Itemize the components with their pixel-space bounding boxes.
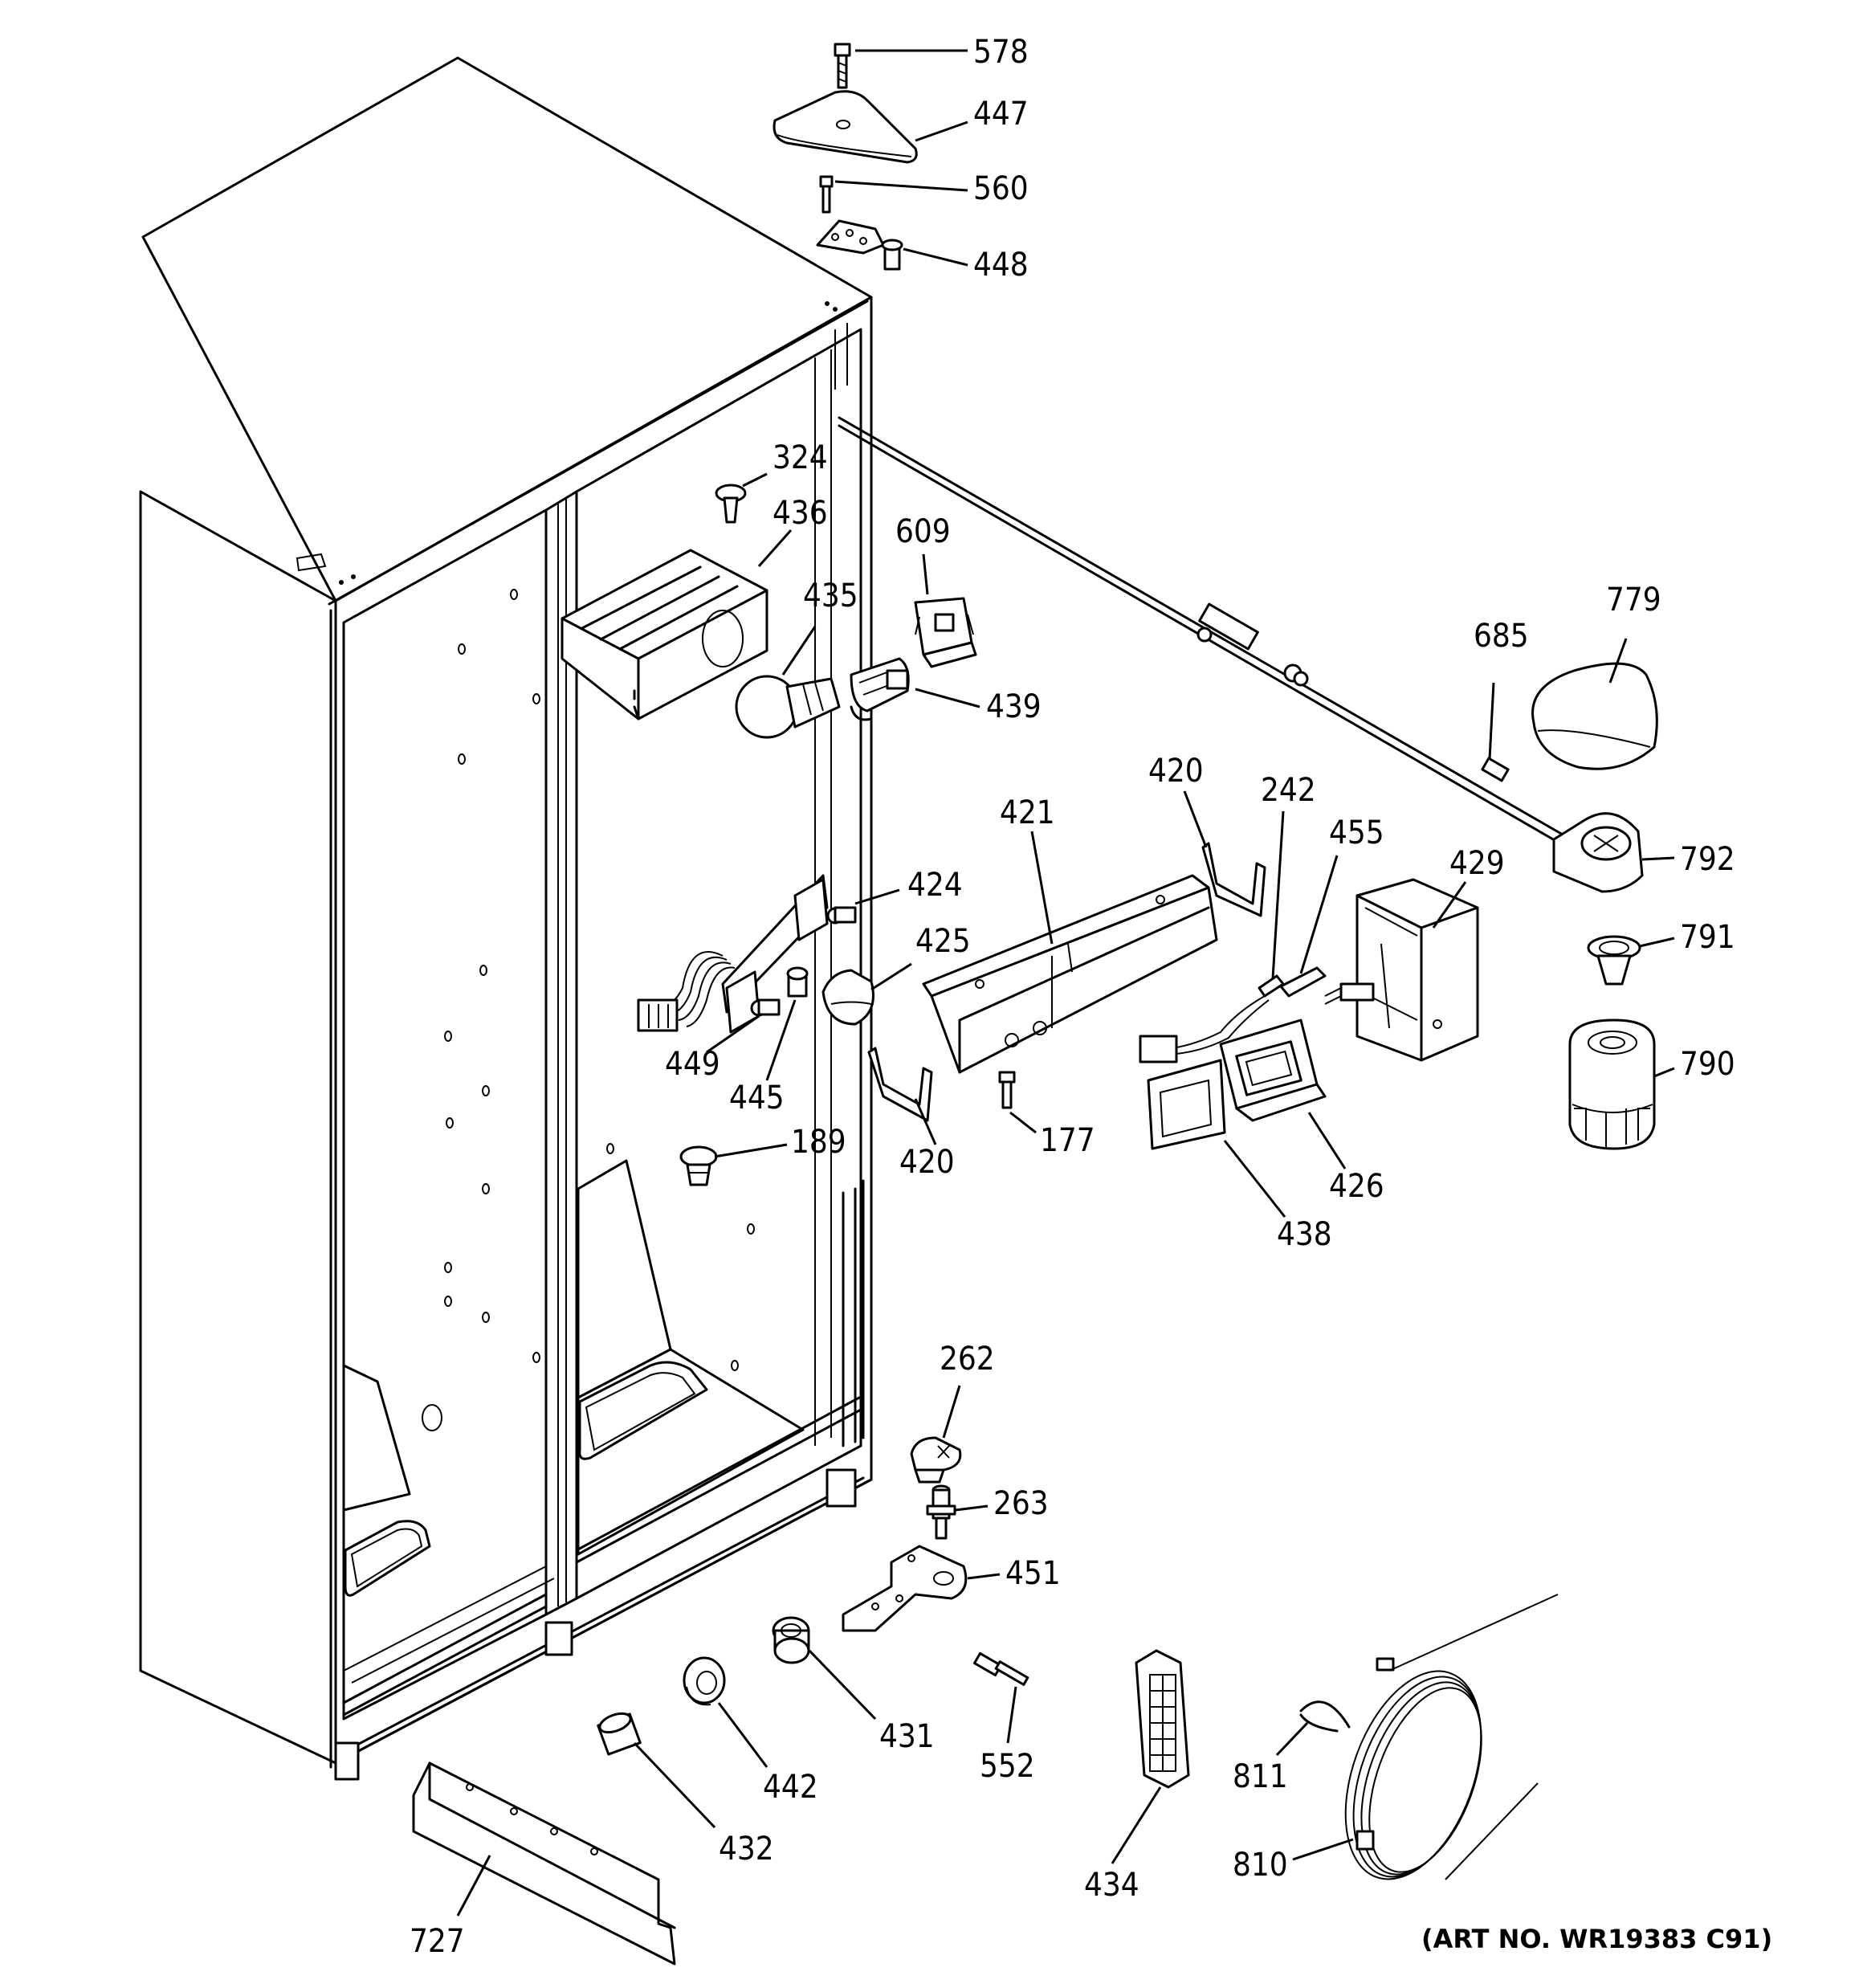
callout-labels: 578 447 560 448 324 436 609 435 439 779 … xyxy=(410,34,1772,1960)
part-421-control-housing xyxy=(922,874,1218,1074)
label-442: 442 xyxy=(763,1769,818,1806)
label-439: 439 xyxy=(986,688,1042,725)
part-447-hinge-cover xyxy=(773,90,918,164)
part-451-hinge xyxy=(842,1545,968,1632)
label-810: 810 xyxy=(1233,1847,1288,1884)
label-552: 552 xyxy=(980,1748,1035,1785)
label-791: 791 xyxy=(1680,919,1735,956)
label-609: 609 xyxy=(895,513,951,550)
label-435: 435 xyxy=(803,578,858,614)
part-790-water-filter xyxy=(1568,1018,1656,1150)
label-436: 436 xyxy=(773,495,828,532)
part-560-screw xyxy=(819,175,834,214)
label-448: 448 xyxy=(973,247,1029,284)
part-189-plug xyxy=(679,1145,718,1186)
part-810-water-line xyxy=(1344,1594,1559,1880)
part-177-screw xyxy=(998,1071,1016,1109)
part-425-knob xyxy=(821,969,874,1026)
part-791-bypass-plug xyxy=(1587,935,1641,986)
part-426-housing xyxy=(1219,1018,1327,1122)
label-447: 447 xyxy=(973,96,1029,133)
cabinet-shell xyxy=(139,56,873,1781)
part-448-hinge xyxy=(816,219,903,271)
part-727-grille xyxy=(412,1761,676,1966)
part-779-filter-cover xyxy=(1531,662,1658,770)
label-263: 263 xyxy=(993,1485,1049,1522)
part-792-filter-head xyxy=(1552,812,1644,893)
label-429: 429 xyxy=(1449,845,1505,882)
part-685-screw xyxy=(1481,757,1510,782)
label-421: 421 xyxy=(1000,794,1055,831)
part-439-light-socket xyxy=(850,657,910,721)
label-578: 578 xyxy=(973,34,1029,71)
label-420-lower: 420 xyxy=(899,1144,955,1181)
part-424-thermostat xyxy=(637,874,857,1034)
part-578-screw xyxy=(834,43,851,89)
part-436-light-shield xyxy=(561,549,768,720)
part-445-shaft-bushing xyxy=(786,966,809,998)
part-263-pin xyxy=(926,1484,956,1540)
label-177: 177 xyxy=(1040,1122,1095,1159)
label-242: 242 xyxy=(1261,772,1316,809)
art-number: (ART NO. WR19383 C91) xyxy=(1421,1924,1772,1954)
label-324: 324 xyxy=(773,439,828,476)
part-434-vent xyxy=(1135,1649,1190,1789)
label-445: 445 xyxy=(729,1080,785,1116)
label-792: 792 xyxy=(1680,841,1735,878)
label-420-upper: 420 xyxy=(1148,753,1204,790)
label-779: 779 xyxy=(1606,582,1661,618)
label-455: 455 xyxy=(1329,814,1384,851)
label-189: 189 xyxy=(791,1124,846,1161)
part-552-screw xyxy=(973,1651,1029,1686)
label-790: 790 xyxy=(1680,1046,1735,1083)
part-442-washer xyxy=(683,1656,726,1706)
part-811-clip xyxy=(1299,1700,1351,1733)
part-609-switch xyxy=(914,597,977,668)
label-425: 425 xyxy=(915,923,971,960)
label-424: 424 xyxy=(907,867,963,904)
label-426: 426 xyxy=(1329,1168,1384,1205)
part-420-bracket-lower xyxy=(867,1047,933,1122)
label-432: 432 xyxy=(719,1831,774,1868)
label-434: 434 xyxy=(1084,1867,1139,1904)
part-455-sensor xyxy=(1139,966,1327,1063)
part-431-bushing xyxy=(772,1616,810,1664)
label-727: 727 xyxy=(410,1923,465,1960)
label-431: 431 xyxy=(879,1718,935,1755)
part-438-bezel xyxy=(1147,1059,1226,1150)
label-449: 449 xyxy=(665,1046,720,1083)
water-tube xyxy=(838,416,1580,853)
part-242-thermistor xyxy=(1258,974,1285,998)
label-451: 451 xyxy=(1005,1555,1061,1592)
part-432-roller xyxy=(597,1712,642,1756)
part-429-control-box xyxy=(1324,878,1479,1062)
label-685: 685 xyxy=(1474,618,1529,655)
label-811: 811 xyxy=(1233,1758,1288,1795)
part-324-clip xyxy=(715,484,747,524)
part-262-cam xyxy=(910,1436,962,1484)
label-262: 262 xyxy=(940,1341,995,1378)
label-438: 438 xyxy=(1277,1216,1332,1253)
leader-lines xyxy=(456,49,1675,1917)
label-560: 560 xyxy=(973,170,1029,207)
part-420-bracket-upper xyxy=(1201,842,1266,917)
part-435-light-bulb xyxy=(735,675,841,739)
